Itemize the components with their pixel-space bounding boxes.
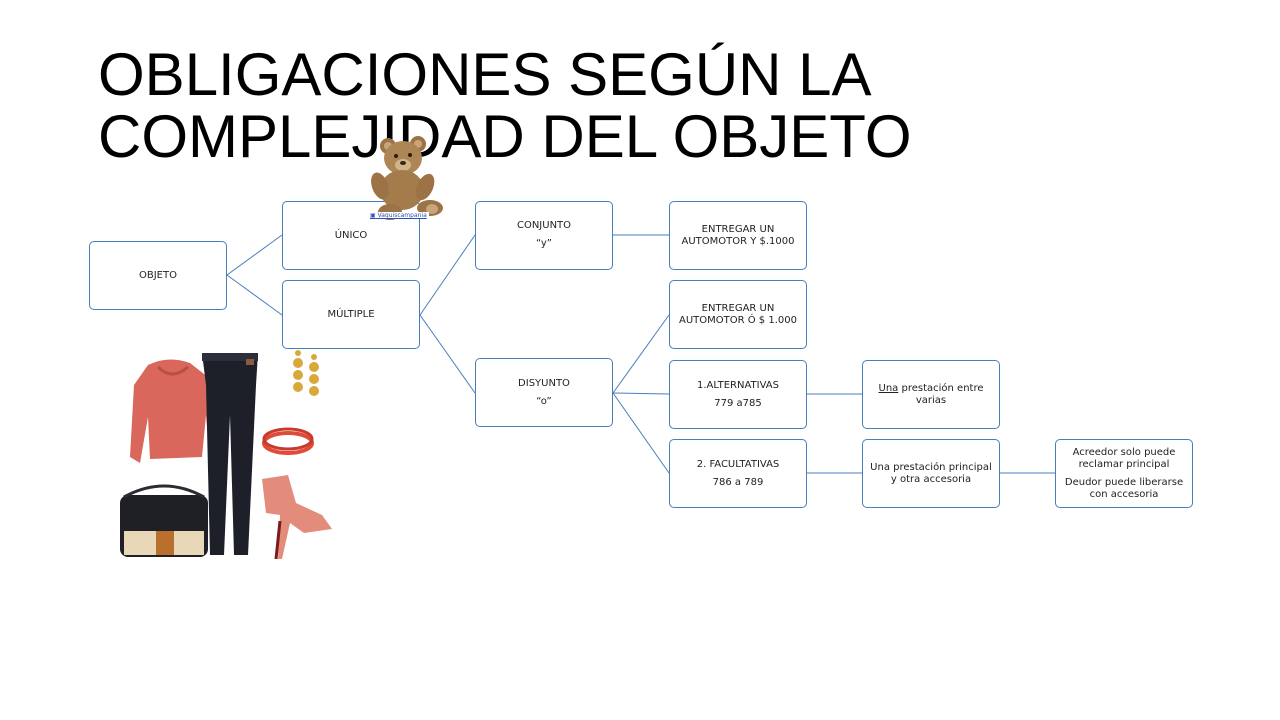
connector-disyunto-alternativas	[612, 392, 670, 395]
node-ejemplo-disyunto-label: ENTREGAR UN AUTOMOTOR Ó $ 1.000	[679, 302, 797, 326]
node-alternativas-desc-text: Una prestación entre varias	[869, 383, 993, 407]
node-facultativas-desc: Una prestación principal y otra accesori…	[862, 439, 1000, 508]
node-conjunto-label: CONJUNTO	[516, 220, 572, 231]
connector-multiple-conjunto	[419, 234, 476, 316]
node-multiple: MÚLTIPLE	[282, 280, 420, 349]
connector-disyunto-facultativas	[612, 392, 670, 474]
node-disyunto: DISYUNTO “o”	[475, 358, 613, 427]
slide-title: OBLIGACIONES SEGÚN LA COMPLEJIDAD DEL OB…	[98, 44, 998, 168]
bear-image-caption[interactable]: ▣ Vaquiscampania	[368, 212, 429, 219]
node-alternativas-label: 1.ALTERNATIVAS	[697, 379, 779, 391]
outfit-collage-image	[120, 350, 332, 560]
bear-image-caption-text: Vaquiscampania	[377, 212, 427, 219]
node-alternativas-desc-rest: prestación entre varias	[898, 382, 984, 406]
node-objeto-label: OBJETO	[139, 269, 177, 281]
node-facultativas-detail-line2: Deudor puede liberarse con accesoria	[1064, 476, 1184, 500]
node-unico-label: ÚNICO	[334, 229, 368, 241]
node-conjunto: CONJUNTO “y”	[475, 201, 613, 270]
teddy-bear-image	[371, 136, 443, 220]
node-alternativas-desc-underlined: Una	[878, 382, 899, 394]
node-facultativas-desc-text: Una prestación principal y otra accesori…	[870, 461, 992, 485]
node-facultativas-detail: Acreedor solo puede reclamar principal D…	[1055, 439, 1193, 508]
node-facultativas-label: 2. FACULTATIVAS	[696, 458, 780, 470]
slide-title-line2: COMPLEJIDAD DEL OBJETO	[98, 103, 912, 170]
node-alternativas-desc: Una prestación entre varias	[862, 360, 1000, 429]
connector-objeto-unico	[226, 234, 283, 276]
node-facultativas-detail-line1: Acreedor solo puede reclamar principal	[1072, 446, 1176, 470]
node-facultativas: 2. FACULTATIVAS 786 a 789	[669, 439, 807, 508]
node-alternativas-sub: 779 a785	[714, 397, 762, 409]
node-disyunto-label: DISYUNTO	[518, 377, 570, 389]
node-facultativas-sub: 786 a 789	[712, 476, 764, 488]
node-ejemplo-disyunto: ENTREGAR UN AUTOMOTOR Ó $ 1.000	[669, 280, 807, 349]
node-ejemplo-conjunto-label: ENTREGAR UN AUTOMOTOR Y $.1000	[681, 223, 795, 247]
image-link-icon: ▣	[370, 212, 376, 219]
node-disyunto-sub: “o”	[536, 395, 552, 407]
connector-disyunto-ejemplo	[612, 314, 670, 394]
node-alternativas: 1.ALTERNATIVAS 779 a785	[669, 360, 807, 429]
connector-multiple-disyunto	[419, 314, 476, 394]
node-multiple-label: MÚLTIPLE	[327, 308, 375, 320]
node-ejemplo-conjunto: ENTREGAR UN AUTOMOTOR Y $.1000	[669, 201, 807, 270]
node-objeto: OBJETO	[89, 241, 227, 310]
slide-title-line1: OBLIGACIONES SEGÚN LA	[98, 41, 872, 108]
node-conjunto-sub: “y”	[536, 238, 552, 249]
connector-objeto-multiple	[226, 274, 283, 316]
